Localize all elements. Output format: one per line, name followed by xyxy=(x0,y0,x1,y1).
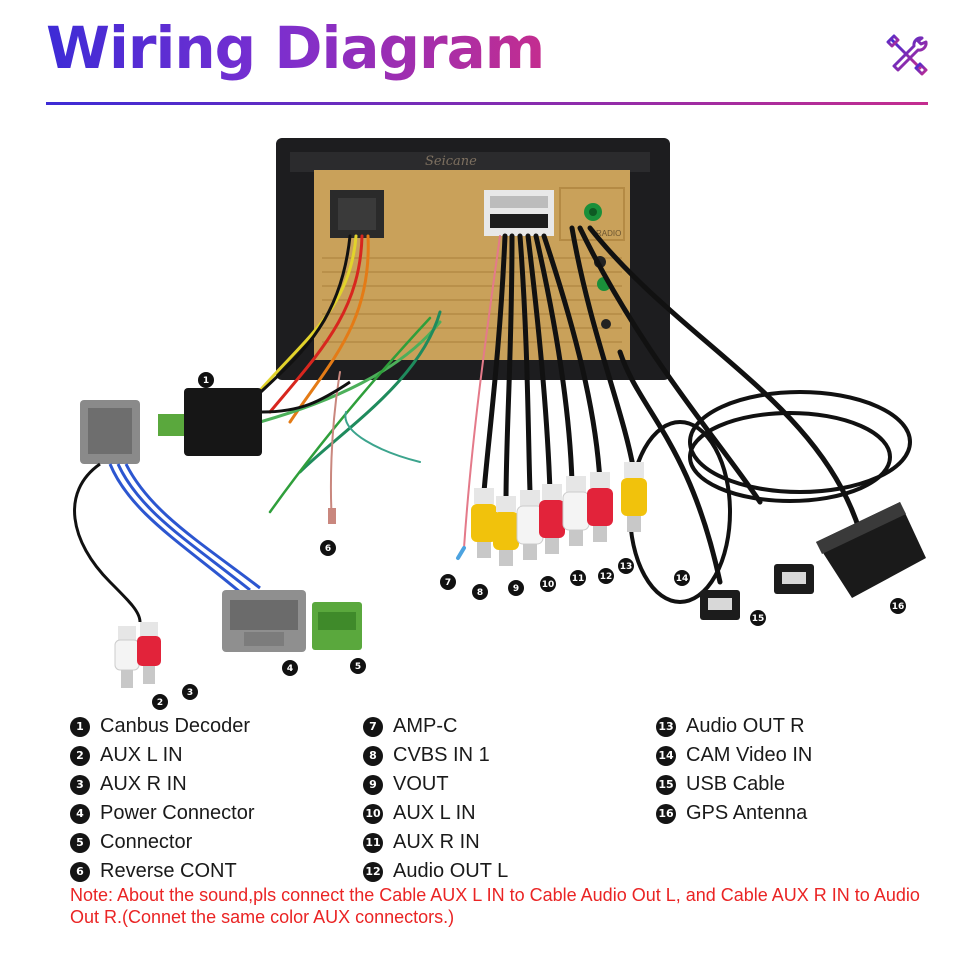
callout-12: 12 xyxy=(598,568,614,584)
canbus-decoder xyxy=(158,380,351,456)
callout-8: 8 xyxy=(472,584,488,600)
svg-text:2: 2 xyxy=(157,698,163,708)
amp-wire xyxy=(456,546,466,560)
callout-15: 15 xyxy=(750,610,766,626)
radio-port-label: RADIO xyxy=(596,229,621,238)
title-divider xyxy=(46,102,928,105)
callout-5: 5 xyxy=(350,658,366,674)
callout-2: 2 xyxy=(152,694,168,710)
brand-label: Seicane xyxy=(425,154,477,169)
callout-16: 16 xyxy=(890,598,906,614)
page-title: Wiring Diagram xyxy=(46,6,545,90)
green-connector xyxy=(312,602,362,650)
svg-text:11: 11 xyxy=(572,574,585,584)
svg-text:4: 4 xyxy=(287,664,293,674)
svg-text:9: 9 xyxy=(513,584,519,594)
svg-text:1: 1 xyxy=(203,376,209,386)
svg-text:16: 16 xyxy=(892,602,905,612)
gps-cable-coil xyxy=(628,390,912,604)
callout-1: 1 xyxy=(198,372,214,388)
svg-text:6: 6 xyxy=(325,544,331,554)
callout-6: 6 xyxy=(320,540,336,556)
wire-bundle xyxy=(238,234,442,523)
callout-11: 11 xyxy=(570,570,586,586)
gps-antenna xyxy=(816,502,926,598)
callout-3: 3 xyxy=(182,684,198,700)
svg-text:12: 12 xyxy=(600,572,613,582)
svg-text:5: 5 xyxy=(355,662,361,672)
svg-text:15: 15 xyxy=(752,614,765,624)
rca-plugs xyxy=(114,462,647,688)
reverse-wire xyxy=(328,508,336,524)
callout-13: 13 xyxy=(618,558,634,574)
svg-text:14: 14 xyxy=(676,574,689,584)
svg-text:8: 8 xyxy=(477,588,483,598)
svg-text:3: 3 xyxy=(187,688,193,698)
wiring-diagram: Seicane RADIO xyxy=(73,138,926,710)
usb-cables xyxy=(700,564,814,620)
callout-7: 7 xyxy=(440,574,456,590)
callout-9: 9 xyxy=(508,580,524,596)
power-connector xyxy=(222,590,306,652)
callout-4: 4 xyxy=(282,660,298,676)
callout-14: 14 xyxy=(674,570,690,586)
tools-icon xyxy=(886,34,928,76)
svg-text:7: 7 xyxy=(445,578,451,588)
head-unit: Seicane RADIO xyxy=(276,138,670,380)
sound-note: Note: About the sound,pls connect the Ca… xyxy=(70,885,920,927)
svg-text:10: 10 xyxy=(542,580,555,590)
rca-cables xyxy=(463,225,863,585)
svg-text:13: 13 xyxy=(620,562,633,572)
harness-connector xyxy=(73,400,261,623)
callout-10: 10 xyxy=(540,576,556,592)
